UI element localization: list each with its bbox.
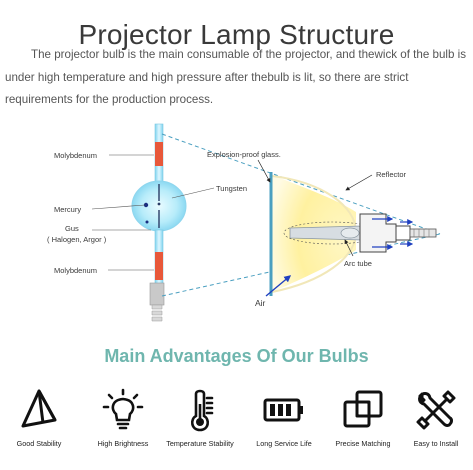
overlapping-squares-icon [343, 390, 383, 428]
label-explosion-proof-glass: Explosion-proof glass. [207, 150, 281, 159]
label-tungsten: Tungsten [216, 184, 247, 193]
thermometer-icon [190, 389, 214, 432]
label-reflector: Reflector [376, 170, 407, 179]
battery-icon [263, 398, 303, 422]
lightbulb-icon [102, 388, 144, 430]
pyramid-icon [21, 389, 57, 428]
lamp-base [149, 282, 165, 306]
advantage-label: Good Stability [16, 439, 62, 448]
tools-icon [416, 390, 456, 430]
reflector-assembly [265, 172, 437, 297]
label-molybdenum-bottom: Molybdenum [54, 266, 97, 275]
advantage-good-stability: Good Stability [5, 388, 73, 448]
advantage-label: Easy to Install [413, 439, 459, 448]
molybdenum-bottom-foil [155, 252, 163, 280]
rear-connector [359, 213, 397, 253]
lamp-structure-diagram: Molybdenum Mercury Gus ( Halogen, Argor … [47, 123, 441, 322]
advantage-temperature-stability: Temperature Stability [160, 388, 240, 448]
bulb-component [131, 123, 187, 322]
mercury-drop [143, 202, 149, 208]
advantage-label: Long Service Life [256, 439, 312, 448]
advantage-label: High Brightness [97, 439, 149, 448]
label-mercury: Mercury [54, 205, 81, 214]
label-air: Air [255, 298, 266, 308]
label-arc-tube: Arc tube [344, 259, 372, 268]
advantage-label: Temperature Stability [166, 439, 234, 448]
advantage-label: Precise Matching [335, 439, 391, 448]
advantage-precise-matching: Precise Matching [325, 388, 401, 448]
advantage-long-service-life: Long Service Life [244, 388, 324, 448]
page-title: Projector Lamp Structure [78, 18, 395, 50]
label-gas-detail: ( Halogen, Argor ) [47, 235, 107, 244]
air-arrow [265, 275, 292, 297]
advantages-row: Good Stability High Brightness [0, 388, 473, 470]
advantage-high-brightness: High Brightness [86, 388, 160, 448]
label-molybdenum-top: Molybdenum [54, 151, 97, 160]
intro-paragraph: The projector bulb is the main consumabl… [5, 48, 467, 106]
advantages-heading: Main Advantages Of Our Bulbs [104, 346, 369, 366]
advantage-easy-to-install: Easy to Install [402, 388, 470, 448]
label-gas: Gus [65, 224, 79, 233]
molybdenum-top-foil [155, 142, 163, 166]
